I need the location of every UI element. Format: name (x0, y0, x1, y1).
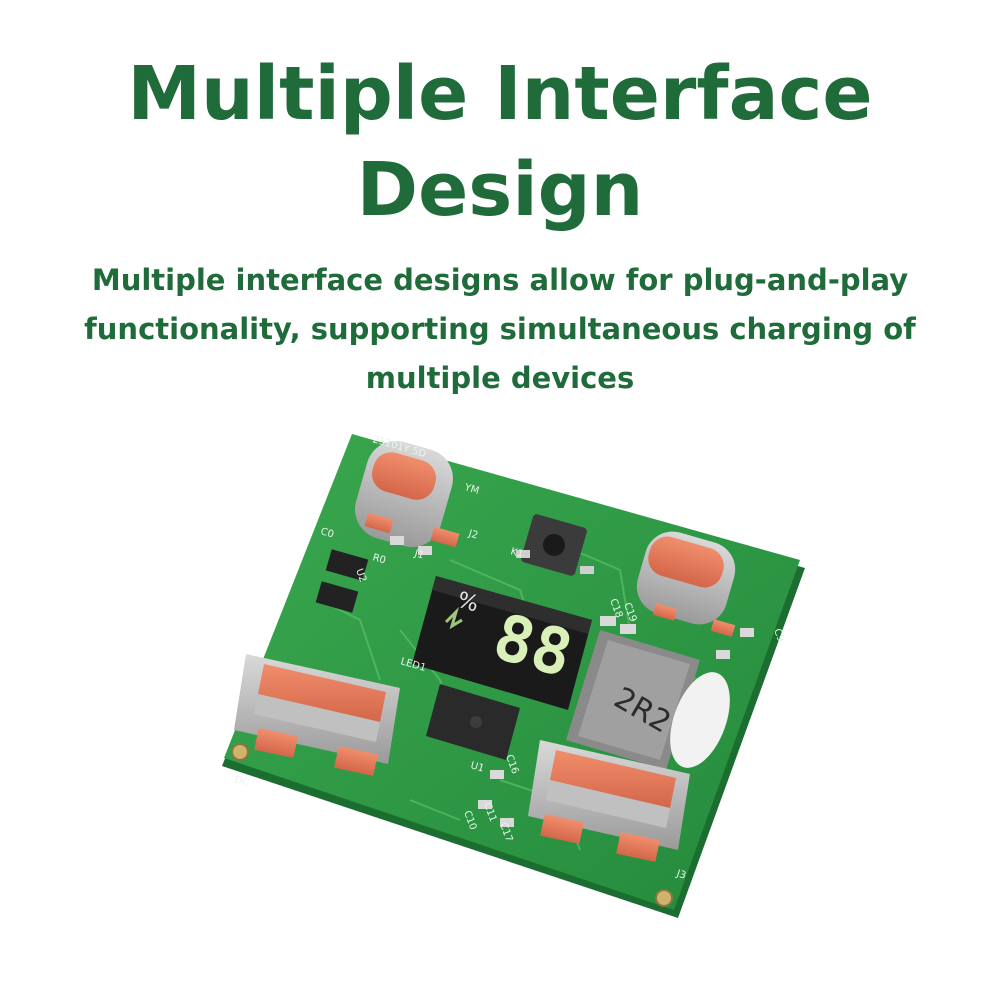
label-k1: K1 (509, 546, 524, 560)
label-u2: U2 (353, 567, 368, 584)
label-u1: U1 (469, 760, 485, 774)
mounting-hole-right (655, 889, 673, 907)
title-line-2: Design (356, 147, 644, 233)
usb-a-port-right (528, 740, 690, 862)
description-line-2: functionality, supporting simultaneous c… (84, 312, 916, 346)
label-j1: J1 (412, 548, 425, 561)
white-capacitor (670, 672, 730, 768)
lightning-icon (444, 606, 463, 630)
push-button (516, 514, 594, 576)
mounting-hole-left (231, 743, 249, 761)
label-dc: DC (233, 774, 250, 789)
label-c9: C9 (771, 627, 786, 643)
label-r0: R0 (371, 552, 387, 566)
pcb-board-drawing: % 88 2R2 (222, 434, 805, 918)
description-line-3: multiple devices (365, 361, 635, 395)
label-j2: J2 (466, 528, 479, 541)
label-ym: YM (462, 482, 480, 497)
usb-c-port-right (636, 531, 736, 637)
description-line-1: Multiple interface designs allow for plu… (91, 263, 909, 297)
main-ic-chip (426, 684, 520, 760)
label-j3: J3 (674, 868, 687, 882)
usb-c-port-top (355, 440, 460, 548)
pcb-board-image: % 88 2R2 (200, 420, 820, 940)
inductor: 2R2 (566, 630, 700, 770)
usb-a-port-left (234, 654, 400, 776)
page-title: Multiple Interface Design (0, 46, 1000, 238)
page-description: Multiple interface designs allow for plu… (60, 256, 940, 403)
small-ic-u2 (315, 549, 369, 613)
label-c0: C0 (319, 526, 335, 540)
passive-components (390, 536, 754, 827)
led-display: % 88 (412, 576, 592, 710)
title-line-1: Multiple Interface (127, 51, 873, 137)
